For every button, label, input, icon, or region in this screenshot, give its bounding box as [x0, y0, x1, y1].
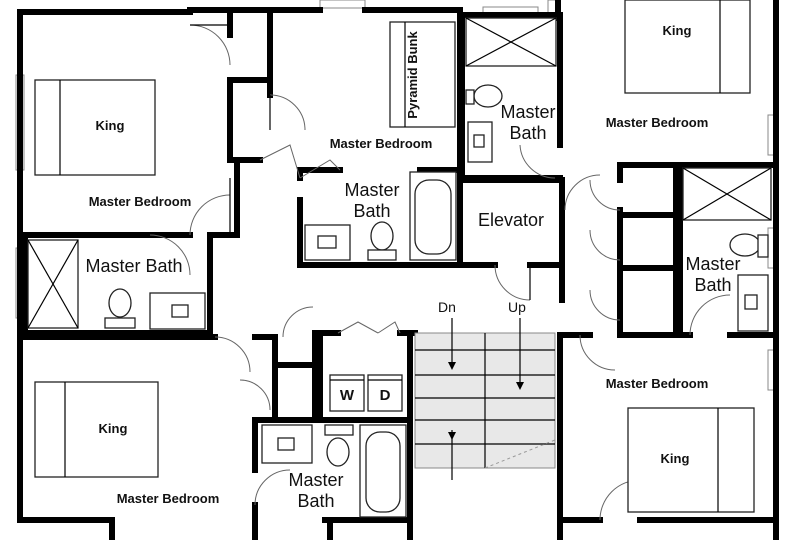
- bath-center-label-1: Master: [344, 180, 399, 200]
- bath-n-label-2: Bath: [509, 123, 546, 143]
- bedroom-n-label: Master Bedroom: [330, 136, 433, 151]
- bedroom-se-label: Master Bedroom: [606, 376, 709, 391]
- bath-e-label-1: Master: [685, 254, 740, 274]
- bath-n-label-1: Master: [500, 102, 555, 122]
- bedroom-nw-bed-label: King: [96, 118, 125, 133]
- bedroom-n-bed-label: Pyramid Bunk: [405, 31, 420, 119]
- staircase: [414, 318, 556, 480]
- bedroom-ne-label: Master Bedroom: [606, 115, 709, 130]
- bedroom-sw-bed-label: King: [99, 421, 128, 436]
- bath-w-label: Master Bath: [85, 256, 182, 276]
- doors: [149, 24, 731, 521]
- walls: [17, 0, 779, 540]
- bedroom-nw-label: Master Bedroom: [89, 194, 192, 209]
- elevator-label: Elevator: [478, 210, 544, 230]
- bedroom-sw-label: Master Bedroom: [117, 491, 220, 506]
- bath-e-label-2: Bath: [694, 275, 731, 295]
- bath-center-label-2: Bath: [353, 201, 390, 221]
- washer-label: W: [340, 387, 355, 404]
- stairs-down-label: Dn: [438, 299, 456, 315]
- bath-s-label-1: Master: [288, 470, 343, 490]
- stairs-up-label: Up: [508, 299, 526, 315]
- bedroom-se-bed-label: King: [661, 451, 690, 466]
- bedroom-ne-bed-label: King: [663, 23, 692, 38]
- dryer-label: D: [380, 387, 391, 404]
- fixtures: [27, 0, 772, 518]
- bath-s-label-2: Bath: [297, 491, 334, 511]
